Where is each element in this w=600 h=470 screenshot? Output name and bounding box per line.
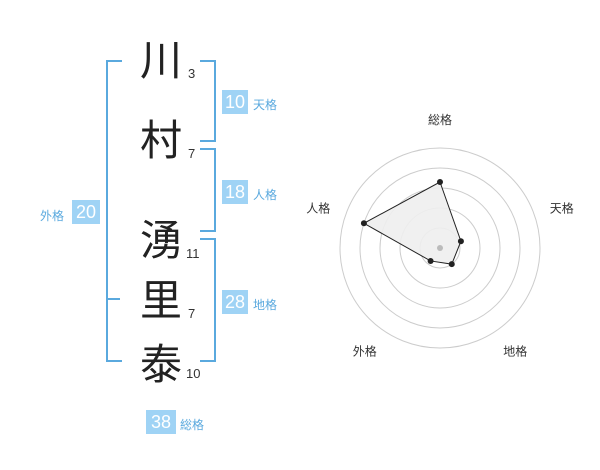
radar-data-area	[362, 181, 462, 265]
ten-bracket	[200, 60, 216, 142]
name-char-3: 湧	[140, 216, 183, 265]
ten-label: 天格	[253, 98, 278, 112]
radar-center-dot	[437, 245, 443, 251]
gai-value-box: 20	[72, 200, 100, 224]
outer-bracket-left	[106, 60, 122, 362]
stroke-count-1: 3	[188, 66, 196, 81]
radar-axis-label-2: 天格	[550, 200, 574, 215]
radar-axis-label-4: 外格	[353, 344, 377, 359]
radar-grid-ring	[359, 167, 521, 329]
radar-point-4	[427, 257, 434, 264]
radar-grid-ring	[339, 147, 541, 349]
stroke-count-4: 7	[188, 306, 196, 321]
chi-label: 地格	[253, 298, 278, 312]
stroke-count-5: 10	[186, 366, 201, 381]
gai-label: 外格	[40, 209, 65, 223]
radar-axis-label-3: 地格	[503, 344, 527, 359]
jin-bracket	[200, 148, 216, 232]
radar-axis-label-1: 総格	[428, 112, 452, 127]
name-char-5: 泰	[140, 340, 183, 389]
radar-point-3	[448, 261, 455, 268]
jin-label: 人格	[253, 188, 278, 202]
sou-label: 総格	[180, 418, 205, 432]
ten-value-box: 10	[222, 90, 248, 114]
sou-value-box: 38	[146, 410, 176, 434]
stroke-count-2: 7	[188, 146, 196, 161]
name-char-4: 里	[140, 276, 183, 325]
jin-value-box: 18	[222, 180, 248, 204]
radar-point-2	[457, 238, 464, 245]
name-char-1: 川	[140, 36, 183, 85]
outer-bracket-mid-tick	[106, 298, 120, 300]
radar-point-1	[437, 179, 443, 185]
chi-value-box: 28	[222, 290, 248, 314]
radar-axis-label-5: 人格	[306, 200, 330, 215]
chi-bracket	[200, 238, 216, 362]
radar-point-5	[360, 220, 367, 227]
name-char-2: 村	[140, 116, 183, 165]
radar-points	[360, 179, 464, 268]
stroke-count-3: 11	[186, 246, 200, 261]
